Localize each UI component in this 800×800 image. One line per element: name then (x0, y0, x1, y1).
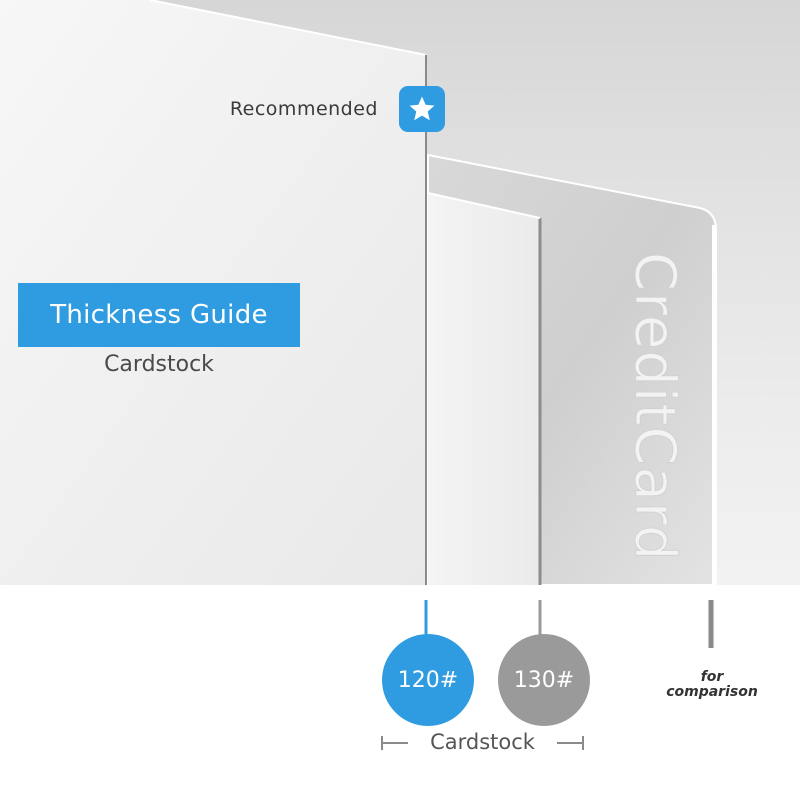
bracket-label: Cardstock (430, 730, 535, 754)
star-icon (399, 86, 445, 132)
comparison-note: for comparison (648, 670, 776, 700)
comparison-note-line2: comparison (666, 684, 758, 700)
sheet-130-shape (428, 193, 540, 585)
subtitle: Cardstock (104, 352, 214, 377)
option-label: 130# (513, 667, 575, 693)
cardstock-bracket (381, 736, 584, 750)
credit-card-text: CreditCard (622, 252, 687, 561)
page-title: Thickness Guide (50, 300, 268, 330)
title-banner: Thickness Guide (18, 283, 300, 347)
option-label: 120# (397, 667, 459, 693)
comparison-note-line1: for (700, 669, 724, 685)
option-badge-120: 120# (382, 634, 474, 726)
recommended-label: Recommended (229, 98, 378, 120)
option-badge-130: 130# (498, 634, 590, 726)
